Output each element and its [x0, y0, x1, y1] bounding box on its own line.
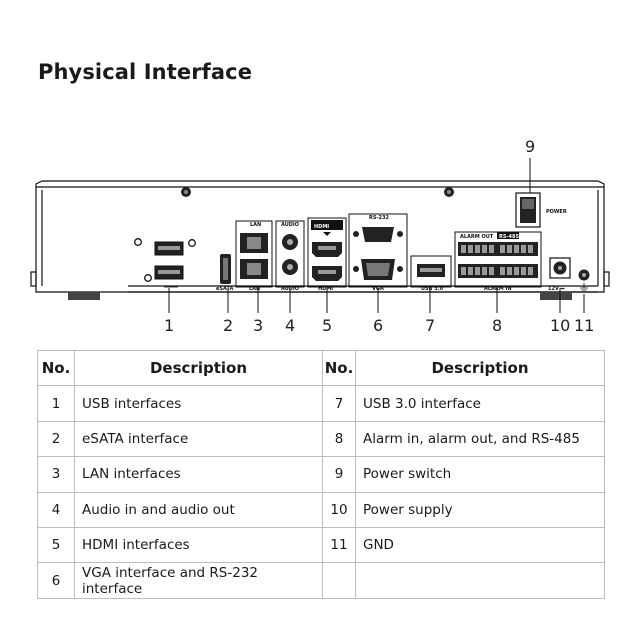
cell-no-left: 2: [37, 420, 75, 458]
cell-no-right: [322, 562, 356, 599]
cell-desc-right: Alarm in, alarm out, and RS-485: [355, 420, 605, 458]
alarm-terminals: ALARM OUT RS-485 ALARM IN: [454, 231, 542, 292]
power-switch: POWER: [515, 192, 567, 228]
callout-8: 8: [492, 316, 502, 335]
table-row: 5 HDMI interfaces 11 GND: [37, 526, 605, 564]
header-description-right: Description: [355, 349, 605, 387]
alarm-out-label: ALARM OUT: [460, 234, 494, 240]
vga-rs232-ports: RS-232 VGA: [348, 213, 408, 292]
audio-ports: AUDIO AUDIO: [275, 220, 305, 292]
rs485-label: RS-485: [499, 234, 519, 240]
usb3-label: USB 3.0: [421, 286, 444, 292]
cell-desc-right: Power switch: [355, 456, 605, 493]
callout-leaders: [168, 158, 585, 313]
chassis: [30, 180, 610, 293]
cell-desc-left: Audio in and audio out: [74, 491, 323, 528]
foot-left: [68, 292, 100, 300]
callout-4: 4: [285, 316, 295, 335]
lan-bottom-label: LAN: [249, 286, 260, 292]
header-no-right: No.: [322, 349, 356, 387]
callout-1: 1: [164, 316, 174, 335]
lan-top-label: LAN: [250, 222, 261, 228]
interface-table: No. Description No. Description 1 USB in…: [37, 349, 605, 599]
cell-no-right: 7: [322, 385, 356, 422]
usb-ports: [134, 238, 196, 288]
cell-desc-right: GND: [355, 526, 605, 564]
cell-desc-left: LAN interfaces: [74, 456, 323, 493]
hdmi-logo: HDMI: [314, 224, 329, 230]
cell-no-left: 4: [37, 491, 75, 528]
page-title: Physical Interface: [38, 60, 253, 84]
alarm-in-label: ALARM IN: [484, 286, 512, 292]
rs232-label: RS-232: [369, 215, 389, 221]
esata-port: eSATA: [216, 254, 233, 292]
cell-no-left: 5: [37, 526, 75, 564]
table-row: 4 Audio in and audio out 10 Power supply: [37, 491, 605, 528]
foot-right: [540, 292, 572, 300]
usb3-port: USB 3.0: [410, 255, 452, 292]
lan-ports: LAN LAN: [235, 220, 273, 292]
dc-power-jack: 12V ⎓: [548, 257, 571, 292]
cell-desc-left: VGA interface and RS-232 interface: [74, 562, 323, 599]
cell-no-right: 10: [322, 491, 356, 528]
hdmi-ports: HDMI HDMI: [307, 217, 347, 292]
header-description-left: Description: [74, 349, 323, 387]
cell-no-right: 11: [322, 526, 356, 564]
cell-no-left: 6: [37, 562, 75, 599]
callout-5: 5: [322, 316, 332, 335]
cell-no-left: 1: [37, 385, 75, 422]
table-row: 6 VGA interface and RS-232 interface: [37, 562, 605, 599]
cell-desc-left: HDMI interfaces: [74, 526, 323, 564]
table-row: 1 USB interfaces 7 USB 3.0 interface: [37, 385, 605, 422]
callout-2: 2: [223, 316, 233, 335]
dc-label: 12V ⎓: [548, 286, 565, 292]
chassis-screws: [181, 187, 454, 197]
cell-desc-right: [355, 562, 605, 599]
cell-no-left: 3: [37, 456, 75, 493]
callout-11: 11: [574, 316, 594, 335]
cell-no-right: 8: [322, 420, 356, 458]
callout-9: 9: [525, 137, 535, 156]
cell-no-right: 9: [322, 456, 356, 493]
cell-desc-left: USB interfaces: [74, 385, 323, 422]
cell-desc-right: USB 3.0 interface: [355, 385, 605, 422]
cell-desc-right: Power supply: [355, 491, 605, 528]
table-row: 3 LAN interfaces 9 Power switch: [37, 456, 605, 493]
hdmi-bottom-label: HDMI: [318, 286, 333, 292]
power-label: POWER: [546, 209, 567, 215]
esata-label: eSATA: [216, 286, 233, 292]
callout-6: 6: [373, 316, 383, 335]
table-row: 2 eSATA interface 8 Alarm in, alarm out,…: [37, 420, 605, 458]
callout-3: 3: [253, 316, 263, 335]
callout-10: 10: [550, 316, 570, 335]
rear-panel-diagram: eSATA LAN LAN AUDIO AUDIO HDMI HDMI RS-2…: [30, 137, 610, 335]
cell-desc-left: eSATA interface: [74, 420, 323, 458]
callout-7: 7: [425, 316, 435, 335]
gnd-terminal: [578, 269, 590, 293]
table-header-row: No. Description No. Description: [37, 349, 605, 387]
header-no-left: No.: [37, 349, 75, 387]
audio-top-label: AUDIO: [281, 222, 299, 228]
